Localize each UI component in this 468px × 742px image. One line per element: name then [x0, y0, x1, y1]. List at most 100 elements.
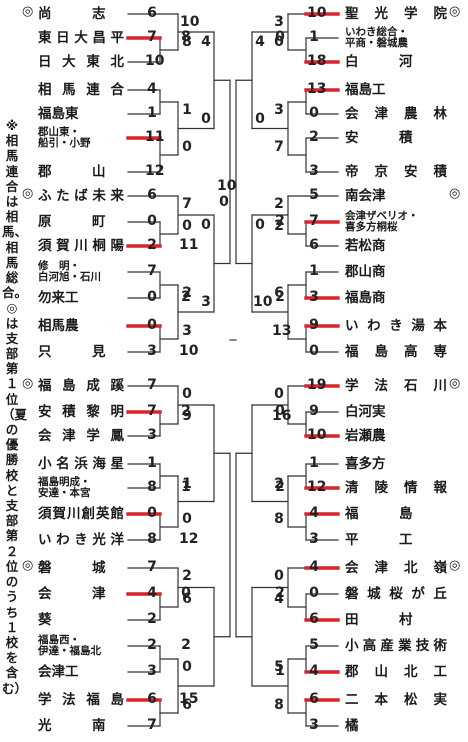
score: 3	[147, 427, 157, 443]
score: 3	[201, 294, 211, 310]
score: 4	[309, 663, 319, 679]
team-name: 小高産業技術	[345, 638, 447, 654]
team-name: 福島東	[38, 106, 79, 122]
left-team-28: 光 南	[38, 716, 124, 736]
score: 12	[307, 479, 327, 495]
team-name: 白河実	[345, 404, 386, 420]
score: 3	[274, 14, 284, 30]
left-team-18: 小名浜海星	[38, 454, 124, 474]
team-name: 葵	[38, 612, 52, 628]
team-name: 福 島	[345, 506, 413, 522]
left-team-12: 勿来工	[38, 288, 124, 308]
score: 7	[147, 717, 157, 733]
score-2: 1	[181, 479, 191, 495]
right-team-23: 磐城桜が丘	[345, 584, 447, 604]
team-name-line: 平商・磐城農	[345, 37, 408, 49]
score: 8	[274, 697, 284, 713]
team-name-line: 伊達・福島北	[38, 645, 101, 657]
score: 3	[182, 323, 192, 339]
semi-score: 0	[219, 194, 229, 210]
right-team-17: 岩瀬農	[345, 426, 447, 446]
score: 3	[274, 102, 284, 118]
team-name: 会津学鳳	[38, 428, 124, 444]
score: 5	[309, 637, 319, 653]
score: 8	[147, 531, 157, 547]
score: 1	[147, 105, 157, 121]
team-name-line: 喜多方桐桜	[345, 221, 398, 233]
score: 0	[147, 289, 157, 305]
right-team-24: 田 村	[345, 610, 447, 630]
team-name: 橘	[345, 718, 359, 734]
left-team-25: 福島西・伊達・福島北	[38, 634, 124, 658]
left-team-6: 郡山東・船引・小野	[38, 126, 124, 150]
score: 4	[309, 505, 319, 521]
score: 7	[147, 377, 157, 393]
score: 7	[147, 403, 157, 419]
score-2: 0	[275, 403, 285, 419]
seed-mark: ◎	[22, 4, 34, 19]
score: 4	[147, 81, 157, 97]
team-name: 磐城桜が丘	[345, 586, 447, 602]
right-team-14: 福島高専	[345, 342, 447, 362]
score-2: 0	[275, 29, 285, 45]
team-name: 安積黎明	[38, 404, 124, 420]
score: 8	[274, 511, 284, 527]
team-name: 須賀川創英館	[38, 506, 124, 522]
score: 9	[309, 403, 319, 419]
left-team-19: 福島明成・安達・本宮	[38, 476, 124, 500]
score: 6	[309, 611, 319, 627]
team-name-line: いわき総合・	[345, 26, 408, 38]
left-team-20: 須賀川創英館	[38, 504, 124, 524]
team-name: 学法福島	[38, 692, 124, 708]
team-name-line: 安達・本宮	[38, 487, 91, 499]
right-team-9: 会津ザベリオ・喜多方桐桜	[345, 210, 447, 234]
team-name: 平 工	[345, 532, 413, 548]
left-team-2: 東日大昌平	[38, 28, 124, 48]
team-name: 若松商	[345, 238, 386, 254]
left-team-8: ふたば未来	[38, 186, 124, 206]
score: 1	[309, 455, 319, 471]
score: 4	[147, 585, 157, 601]
right-team-10: 若松商	[345, 236, 447, 256]
score: 9	[182, 408, 192, 424]
team-name: 白 河	[345, 54, 413, 70]
bracket-note: ※相馬連合は相馬、相馬総合。◎は支部第１位（夏の優勝校と支部第２位のうち１校を含…	[2, 118, 28, 696]
score: 7	[147, 559, 157, 575]
left-team-3: 日大東北	[38, 52, 124, 72]
team-name: 郡山北工	[345, 664, 447, 680]
score: 3	[309, 163, 319, 179]
score: 2	[147, 611, 157, 627]
team-name: 東日大昌平	[38, 30, 124, 46]
score: 3	[309, 289, 319, 305]
team-name: 会 津	[38, 586, 106, 602]
right-team-26: 郡山北工	[345, 662, 447, 682]
team-name-line: 修 明・	[38, 260, 80, 272]
right-team-7: 帝京安積	[345, 162, 447, 182]
team-name: 清陵情報	[345, 480, 447, 496]
team-name: 福島成蹊	[38, 378, 124, 394]
team-name: ふたば未来	[38, 188, 124, 204]
score: 4	[201, 34, 211, 50]
score: 11	[145, 129, 165, 145]
score: 2	[274, 218, 284, 234]
team-name: いわき湯本	[345, 318, 447, 334]
score: 4	[255, 34, 265, 50]
seed-mark: ◎	[22, 558, 34, 573]
team-name-line: 船引・小野	[38, 137, 91, 149]
score: 0	[309, 343, 319, 359]
left-team-7: 郡 山	[38, 162, 124, 182]
score-2: 2	[181, 637, 191, 653]
score: 6	[182, 591, 192, 607]
right-team-1: 聖光学院	[345, 4, 447, 24]
left-team-17: 会津学鳳	[38, 426, 124, 446]
score: 18	[307, 53, 327, 69]
score: 0	[309, 105, 319, 121]
seed-mark: ◎	[22, 376, 34, 391]
score: 1	[309, 263, 319, 279]
score: 6	[309, 237, 319, 253]
score: 7	[182, 196, 192, 212]
left-team-13: 相馬農	[38, 316, 124, 336]
score: 3	[309, 531, 319, 547]
team-name-line: 会津ザベリオ・	[345, 210, 419, 222]
